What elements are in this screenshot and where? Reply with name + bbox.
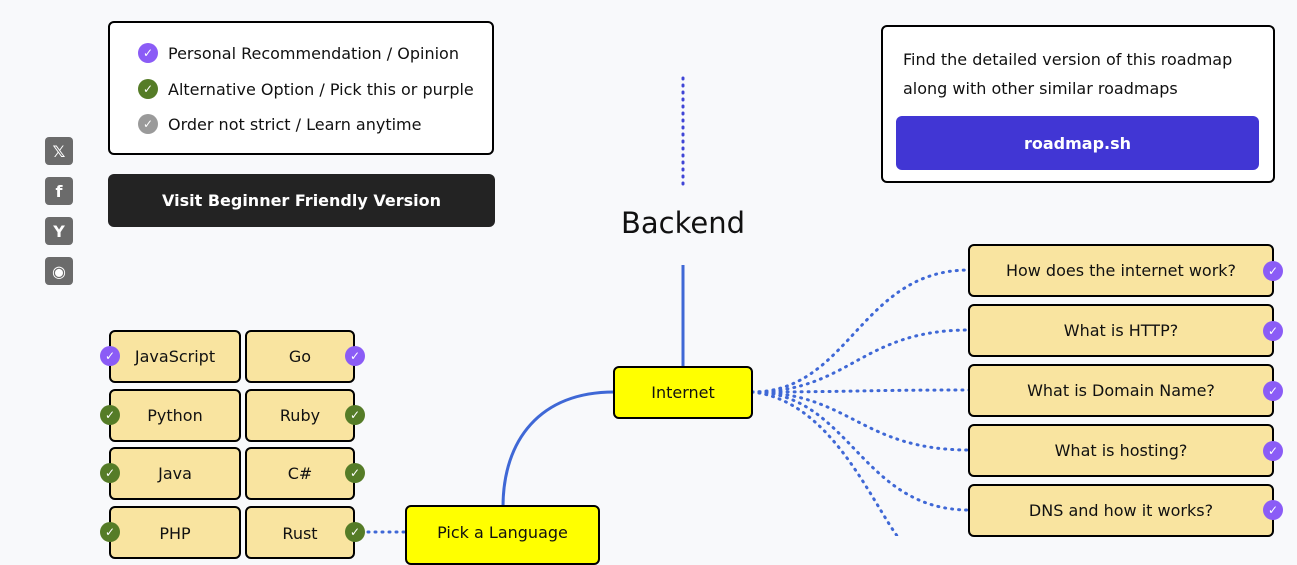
node-label: Rust bbox=[282, 524, 318, 543]
node-ruby[interactable]: Ruby bbox=[245, 389, 355, 442]
node-label: Python bbox=[147, 406, 203, 425]
check-icon: ✓ bbox=[345, 522, 365, 542]
node-dns[interactable]: DNS and how it works? bbox=[968, 484, 1274, 537]
check-icon: ✓ bbox=[100, 346, 120, 366]
legend-label: Order not strict / Learn anytime bbox=[168, 114, 422, 134]
check-icon: ✓ bbox=[100, 463, 120, 483]
check-icon: ✓ bbox=[345, 463, 365, 483]
legend-label: Alternative Option / Pick this or purple bbox=[168, 79, 474, 99]
node-what-is-http[interactable]: What is HTTP? bbox=[968, 304, 1274, 357]
node-javascript[interactable]: JavaScript bbox=[109, 330, 241, 383]
node-domain-name[interactable]: What is Domain Name? bbox=[968, 364, 1274, 417]
node-label: What is hosting? bbox=[1054, 441, 1188, 460]
node-how-internet-works[interactable]: How does the internet work? bbox=[968, 244, 1274, 297]
x-icon[interactable]: 𝕏 bbox=[45, 137, 73, 165]
check-icon: ✓ bbox=[100, 522, 120, 542]
legend-label: Personal Recommendation / Opinion bbox=[168, 43, 459, 63]
node-csharp[interactable]: C# bbox=[245, 447, 355, 500]
node-rust[interactable]: Rust bbox=[245, 506, 355, 559]
check-icon: ✓ bbox=[1263, 321, 1283, 341]
node-hosting[interactable]: What is hosting? bbox=[968, 424, 1274, 477]
facebook-icon[interactable]: f bbox=[45, 177, 73, 205]
beginner-version-button[interactable]: Visit Beginner Friendly Version bbox=[108, 174, 495, 227]
hackernews-icon[interactable]: Y bbox=[45, 217, 73, 245]
legend-box: ✓ Personal Recommendation / Opinion ✓ Al… bbox=[108, 21, 494, 155]
promo-box: Find the detailed version of this roadma… bbox=[881, 25, 1275, 183]
check-icon: ✓ bbox=[138, 43, 158, 63]
check-icon: ✓ bbox=[1263, 500, 1283, 520]
connector-lines bbox=[366, 76, 971, 536]
node-python[interactable]: Python bbox=[109, 389, 241, 442]
check-icon: ✓ bbox=[138, 114, 158, 134]
check-icon: ✓ bbox=[345, 346, 365, 366]
node-php[interactable]: PHP bbox=[109, 506, 241, 559]
node-label: What is Domain Name? bbox=[1027, 381, 1215, 400]
legend-item: ✓ Personal Recommendation / Opinion bbox=[138, 43, 459, 63]
node-label: Pick a Language bbox=[437, 523, 568, 542]
node-go[interactable]: Go bbox=[245, 330, 355, 383]
node-label: Java bbox=[158, 464, 192, 483]
node-label: What is HTTP? bbox=[1063, 321, 1179, 340]
legend-item: ✓ Alternative Option / Pick this or purp… bbox=[138, 79, 474, 99]
node-label: C# bbox=[287, 464, 313, 483]
node-label: How does the internet work? bbox=[1005, 261, 1237, 280]
node-label: Go bbox=[288, 347, 312, 366]
node-java[interactable]: Java bbox=[109, 447, 241, 500]
node-internet[interactable]: Internet bbox=[613, 366, 753, 419]
check-icon: ✓ bbox=[138, 79, 158, 99]
page-title: Backend bbox=[620, 206, 745, 240]
check-icon: ✓ bbox=[1263, 381, 1283, 401]
node-label: JavaScript bbox=[134, 347, 216, 366]
check-icon: ✓ bbox=[345, 405, 365, 425]
check-icon: ✓ bbox=[100, 405, 120, 425]
roadmap-link-button[interactable]: roadmap.sh bbox=[896, 116, 1259, 170]
legend-item: ✓ Order not strict / Learn anytime bbox=[138, 114, 421, 134]
check-icon: ✓ bbox=[1263, 441, 1283, 461]
promo-text: Find the detailed version of this roadma… bbox=[903, 50, 1233, 98]
check-icon: ✓ bbox=[1263, 261, 1283, 281]
node-label: Internet bbox=[651, 383, 715, 402]
node-label: Ruby bbox=[279, 406, 321, 425]
node-pick-language[interactable]: Pick a Language bbox=[405, 505, 600, 565]
reddit-icon[interactable]: ◉ bbox=[45, 257, 73, 285]
node-label: DNS and how it works? bbox=[1028, 501, 1214, 520]
node-label: PHP bbox=[159, 524, 191, 543]
